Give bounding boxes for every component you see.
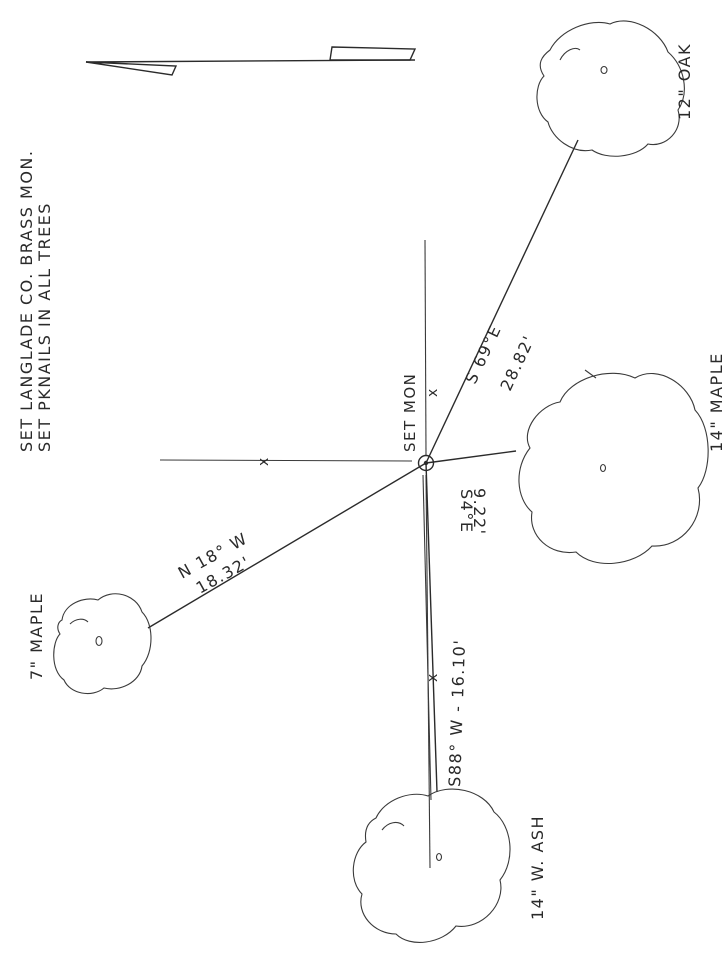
tree-oak-icon — [536, 20, 685, 157]
tie-bearing-oak: S 69°E — [461, 322, 505, 387]
tree-label-ash: 14" W. ASH — [528, 815, 547, 920]
tree-maple7-icon — [53, 593, 152, 695]
tree-maple14-icon — [518, 369, 709, 564]
x-mark: x — [256, 456, 272, 466]
tie-distance-maple14: 9.22' — [470, 488, 489, 536]
tree-ash-icon — [352, 788, 511, 943]
tie-distance-oak: 28.82' — [496, 332, 538, 394]
note-pknails: SET PKNAILS IN ALL TREES — [35, 202, 54, 452]
reference-line-horizontal — [159, 459, 413, 462]
north-arrow-icon — [85, 46, 417, 76]
tie-line-maple7 — [147, 462, 427, 629]
x-mark: x — [425, 387, 441, 397]
tree-label-maple14: 14" MAPLE — [707, 352, 726, 452]
tie-bearing-maple14: S4°E — [457, 489, 476, 533]
tree-label-oak: 12" OAK — [675, 43, 694, 120]
monument-label: SET MON — [401, 373, 419, 452]
tie-bearing-distance-ash: S88° W - 16.10' — [445, 638, 469, 787]
tree-label-maple7: 7" MAPLE — [27, 592, 46, 680]
tie-line-ash — [425, 462, 438, 793]
tie-line-oak — [425, 139, 579, 464]
note-brass-monument: SET LANGLADE CO. BRASS MON. — [17, 150, 36, 453]
tie-line-maple14 — [425, 450, 517, 464]
